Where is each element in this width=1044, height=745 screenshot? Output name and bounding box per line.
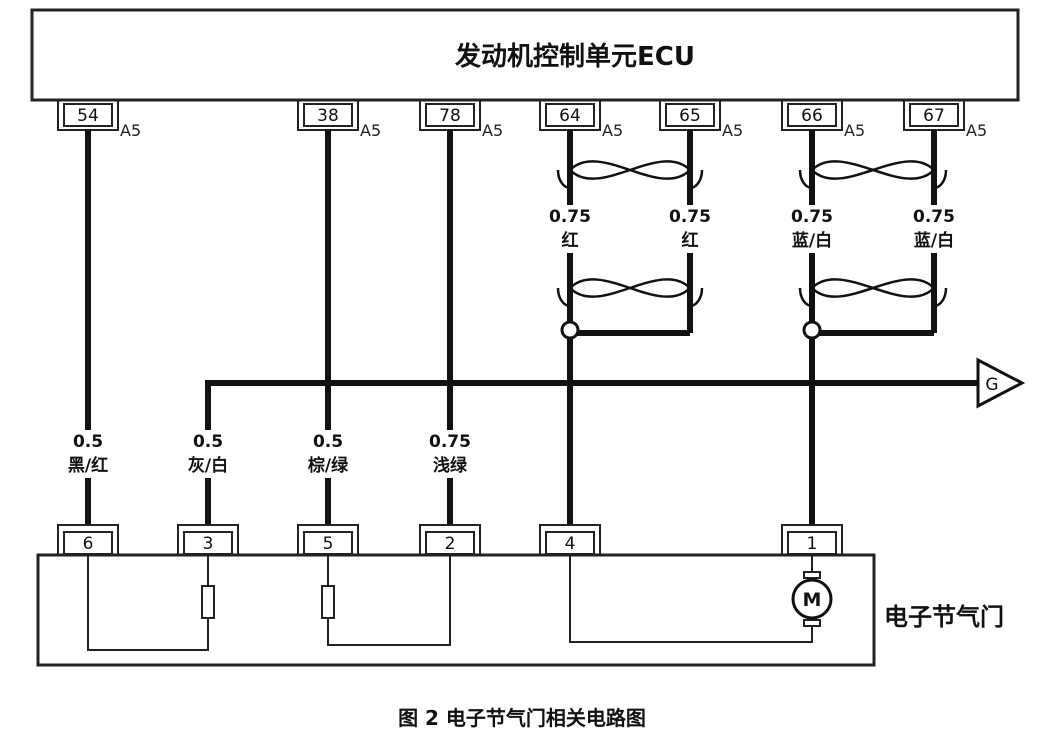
ecu-connector-label: A5 [722,121,743,140]
throttle-pin-number: 4 [565,534,576,554]
ecu-pin-number: 67 [923,106,945,126]
wire-size-label: 0.75 [549,207,591,227]
internal-wire-6-3 [87,556,209,651]
wire-color-label: 棕/绿 [308,455,349,476]
internal-wire-4-motor [569,556,813,643]
ecu-connector-label: A5 [844,121,865,140]
throttle-box [36,553,876,667]
throttle-pin-5: 5 [297,524,359,555]
ground-terminal [976,357,1026,409]
throttle-pin-3: 3 [177,524,239,555]
twist-symbol-lower-66-67 [798,278,948,308]
ecu-pin-38: 38 A5 [297,100,381,140]
motor-icon [791,578,833,620]
throttle-pin-number: 6 [83,534,94,554]
upper-wire-labels: 0.75 红 0.75 红 0.75 蓝/白 0.75 蓝/白 [548,205,960,253]
twist-symbol-upper-64-65 [556,160,704,190]
twist-symbol-lower-64-65 [556,278,704,308]
throttle-pin-number: 5 [323,534,334,554]
ecu-pin-number: 54 [77,106,99,126]
ecu-pin-67: 67 A5 [903,100,987,140]
motor-brush-bottom [803,619,821,627]
splice-node-64 [560,320,580,340]
ecu-connector-label: A5 [966,121,987,140]
ecu-pin-54: 54 A5 [57,100,141,140]
ecu-pin-number: 78 [439,106,461,126]
throttle-pin-4: 4 [539,524,601,555]
wire-size-label: 0.75 [913,207,955,227]
ecu-pin-number: 38 [317,106,339,126]
ecu-pin-78: 78 A5 [419,100,503,140]
wire-color-label: 浅绿 [433,455,468,476]
sensor-resistor-1 [201,585,215,619]
wire-size-label: 0.5 [313,432,343,452]
splice-node-66 [802,320,822,340]
ecu-connector-label: A5 [360,121,381,140]
motor-label: M [803,589,822,611]
ecu-connector-label: A5 [482,121,503,140]
wire-color-label: 蓝/白 [792,230,832,251]
ecu-pin-number: 64 [559,106,581,126]
wire-color-label: 红 [562,230,579,251]
throttle-pin-2: 2 [419,524,481,555]
wire-color-label: 灰/白 [188,455,228,476]
sensor-resistor-2 [321,585,335,619]
throttle-pin-number: 1 [807,534,818,554]
wire-color-label: 蓝/白 [914,230,954,251]
wire-color-label: 黑/红 [68,455,108,476]
twist-symbol-upper-66-67 [798,160,948,190]
ecu-title: 发动机控制单元ECU [454,41,695,72]
throttle-pin-number: 2 [445,534,456,554]
throttle-pin-number: 3 [203,534,214,554]
ecu-connector-label: A5 [602,121,623,140]
ecu-pin-number: 66 [801,106,823,126]
wire-size-label: 0.75 [429,432,471,452]
throttle-pin-1: 1 [781,524,843,555]
lower-wire-labels: 0.5 黑/红 0.5 灰/白 0.5 棕/绿 0.75 浅绿 [62,430,476,478]
throttle-pin-6: 6 [57,524,119,555]
figure-caption: 图 2 电子节气门相关电路图 [398,706,646,730]
ecu-connector-label: A5 [120,121,141,140]
internal-wire-5-2 [327,556,451,646]
wire-size-label: 0.5 [73,432,103,452]
ecu-pin-66: 66 A5 [781,100,865,140]
wire-size-label: 0.5 [193,432,223,452]
ecu-pin-65: 65 A5 [659,100,743,140]
wire-size-label: 0.75 [669,207,711,227]
ecu-box [30,8,1020,102]
ecu-pin-64: 64 A5 [539,100,623,140]
motor-brush-top [803,571,821,579]
throttle-title: 电子节气门 [884,603,1004,631]
wire-color-label: 红 [682,230,699,251]
wire-size-label: 0.75 [791,207,833,227]
ground-label: G [985,375,998,395]
ecu-pin-number: 65 [679,106,701,126]
